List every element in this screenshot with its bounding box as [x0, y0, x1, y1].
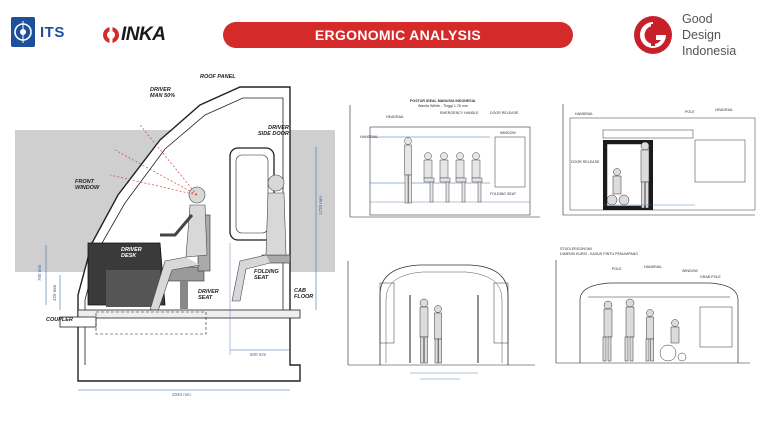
door-study-title-line2: DIMENSI KURSI - KASUS PINTU PENUMPANG: [560, 252, 639, 256]
passenger-door-study-drawing: [555, 260, 750, 364]
label-driver-seat: DRIVER SEAT: [198, 289, 219, 301]
seating-label-emergency-handle: EMERGENCY HANDLE: [440, 111, 479, 115]
doorway-label-pole: POLE: [685, 110, 695, 114]
good-design-indonesia-logo: Good Design Indonesia: [632, 10, 762, 60]
label-coupler: COUPLER: [46, 317, 73, 323]
car-cross-section-drawing: [347, 261, 535, 380]
cab-drawing: [15, 86, 335, 391]
inka-logo: INKA: [102, 20, 192, 50]
dim-600: 600 mm: [250, 352, 267, 357]
dim-700: 700 mm: [37, 264, 42, 281]
gdi-line-good: Good: [682, 12, 713, 26]
page-title-banner: ERGONOMIC ANALYSIS: [223, 22, 573, 48]
page-title: ERGONOMIC ANALYSIS: [314, 27, 482, 43]
door-study-label-window: WINDOW: [682, 269, 698, 273]
door-study-label-grab-pole: GRAB POLE: [700, 275, 721, 279]
doorway-label-handrail: HANDRAIL: [575, 112, 594, 116]
passenger-door-study-diagram: STUDI ERGONOMI DIMENSI KURSI - KASUS PIN…: [550, 245, 760, 380]
gdi-line-indonesia: Indonesia: [682, 44, 737, 58]
its-logo-text: ITS: [40, 23, 65, 41]
label-folding-seat: FOLDING SEAT: [254, 269, 279, 281]
seating-title-line2: Wanita Wihite - Tinggi 1.78 mm: [418, 104, 468, 108]
seating-label-door-release: DOOR RELEASE: [490, 111, 519, 115]
door-study-label-pole: POLE: [612, 267, 622, 271]
doorway-elevation-drawing: [562, 104, 756, 216]
good-design-emblem-icon: [634, 16, 672, 54]
seating-label-handrail: HANDRAIL: [360, 135, 379, 139]
inka-logo-text: INKA: [121, 24, 166, 45]
its-emblem-icon: [11, 17, 35, 47]
doorway-label-headrail: HEADRAIL: [715, 108, 733, 112]
seating-label-folding-seat: FOLDING SEAT: [490, 192, 517, 196]
dim-2040: 2040 mm: [172, 392, 191, 397]
seating-elevation-diagram: POSTUR IDEAL MANUSIA INDONESIA Wanita Wi…: [340, 97, 545, 225]
label-front-window: FRONT WINDOW: [75, 179, 100, 191]
dim-420: 420 mm: [52, 284, 57, 301]
label-driver-desk: DRIVER DESK: [121, 247, 142, 259]
gdi-line-design: Design: [682, 28, 721, 42]
dim-1720: 1720 mm: [318, 196, 323, 215]
seating-elevation-drawing: [349, 105, 540, 218]
label-cab-floor: CAB FLOOR: [294, 288, 314, 300]
door-study-title-line1: STUDI ERGONOMI: [560, 247, 592, 251]
doorway-elevation-diagram: HANDRAIL POLE HEADRAIL DOOR RELEASE: [555, 100, 760, 228]
doorway-label-door-release: DOOR RELEASE: [571, 160, 600, 164]
label-roof-panel: ROOF PANEL: [200, 74, 236, 80]
inka-emblem-icon: [103, 26, 119, 44]
label-driver-man: DRIVER MAN 50%: [150, 87, 176, 99]
car-cross-section-diagram: [340, 255, 545, 390]
door-study-label-handrail: HANDRAIL: [644, 265, 663, 269]
seating-label-window: WINDOW: [500, 131, 516, 135]
its-logo: ITS: [10, 12, 74, 52]
seating-label-headrail: HEADRAIL: [386, 115, 404, 119]
label-driver-side-door: DRIVER SIDE DOOR: [258, 125, 289, 137]
cab-section-diagram: ROOF PANEL DRIVER MAN 50% DRIVER SIDE DO…: [0, 65, 340, 405]
seating-title-line1: POSTUR IDEAL MANUSIA INDONESIA: [410, 99, 476, 103]
